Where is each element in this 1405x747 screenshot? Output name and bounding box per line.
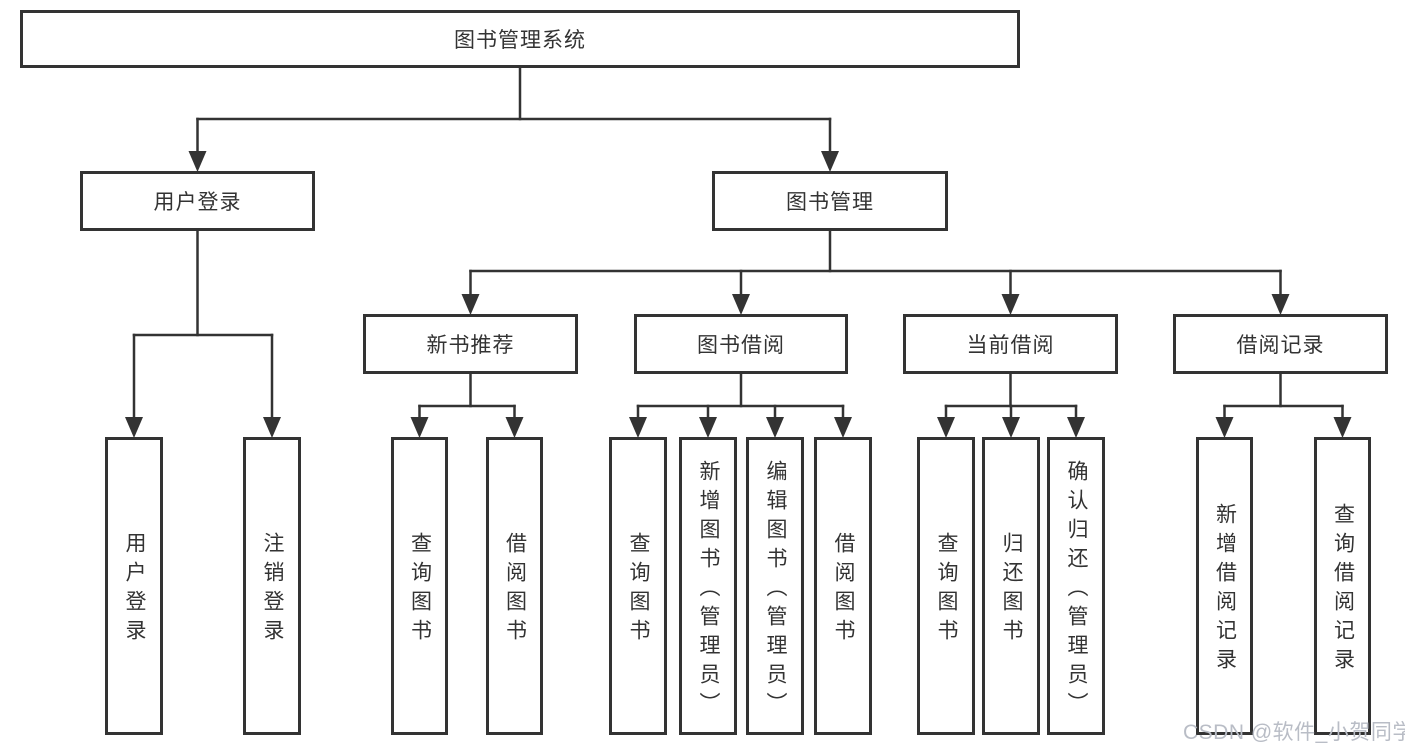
leaf-edit-book-admin: 编辑图书（管理员）: [746, 437, 804, 735]
leaf-query-books-borrow: 查询图书: [609, 437, 667, 735]
arrowhead-icon: [1333, 417, 1352, 438]
arrowhead-icon: [188, 151, 207, 172]
arrowhead-icon: [263, 417, 281, 438]
leaf-borrow-books-recommend: 借阅图书: [486, 437, 543, 735]
leaf-add-borrow-record: 新增借阅记录: [1196, 437, 1253, 735]
arrowhead-icon: [1271, 294, 1290, 315]
arrowhead-icon: [410, 417, 429, 438]
node-book-borrowing: 图书借阅: [634, 314, 848, 374]
leaf-add-book-admin: 新增图书（管理员）: [679, 437, 737, 735]
arrowhead-icon: [732, 294, 750, 315]
arrowhead-icon: [1067, 417, 1085, 438]
leaf-query-books-recommend: 查询图书: [391, 437, 448, 735]
node-borrowing-records: 借阅记录: [1173, 314, 1388, 374]
arrowhead-icon: [1001, 294, 1020, 315]
arrowhead-icon: [125, 417, 143, 438]
arrowhead-icon: [834, 417, 852, 438]
node-library-management-system: 图书管理系统: [20, 10, 1020, 68]
leaf-logout: 注销登录: [243, 437, 301, 735]
arrowhead-icon: [1215, 417, 1234, 438]
arrowhead-icon: [505, 417, 524, 438]
arrowhead-icon: [461, 294, 480, 315]
node-new-book-recommendation: 新书推荐: [363, 314, 578, 374]
csdn-watermark: CSDN @软件_小贺同学: [1183, 721, 1405, 744]
leaf-query-borrow-record: 查询借阅记录: [1314, 437, 1371, 735]
arrowhead-icon: [1002, 417, 1020, 438]
node-user-login: 用户登录: [80, 171, 315, 231]
leaf-query-books-current: 查询图书: [917, 437, 975, 735]
arrowhead-icon: [699, 417, 717, 438]
leaf-user-login: 用户登录: [105, 437, 163, 735]
arrowhead-icon: [821, 151, 839, 172]
leaf-borrow-books-borrow: 借阅图书: [814, 437, 872, 735]
arrowhead-icon: [766, 417, 784, 438]
arrowhead-icon: [937, 417, 955, 438]
arrowhead-icon: [629, 417, 647, 438]
node-current-borrowing: 当前借阅: [903, 314, 1118, 374]
leaf-confirm-return-admin: 确认归还（管理员）: [1047, 437, 1105, 735]
leaf-return-book: 归还图书: [982, 437, 1040, 735]
node-book-management: 图书管理: [712, 171, 948, 231]
